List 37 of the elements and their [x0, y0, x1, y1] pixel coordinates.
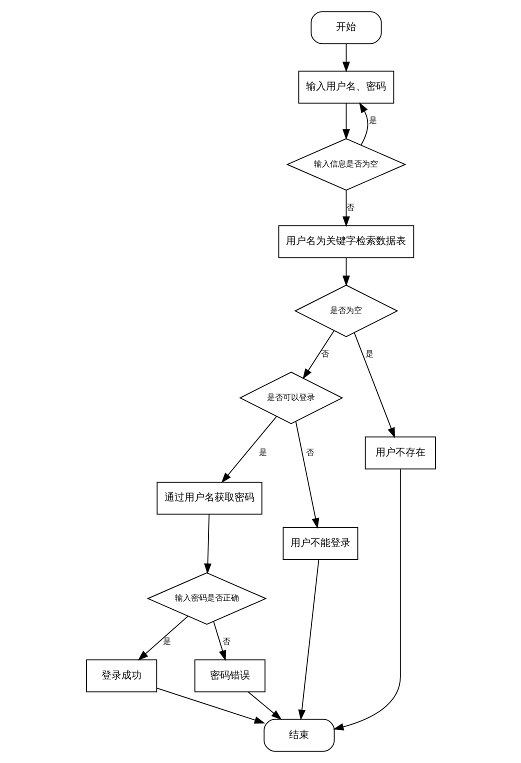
edge-label: 是	[162, 637, 170, 646]
arrow	[342, 190, 350, 228]
edge-label: 是	[368, 116, 376, 125]
arrow	[294, 421, 319, 529]
edge-label: 否	[320, 349, 328, 358]
arrow	[137, 616, 188, 661]
node-box: 用户不存在	[364, 436, 436, 470]
node-box: 密码错误	[194, 659, 265, 692]
arrow	[342, 257, 350, 286]
arrow	[298, 559, 319, 720]
node-box: 用户不能登录	[282, 527, 358, 560]
edge-label: 是	[258, 448, 266, 457]
arrow	[353, 332, 395, 438]
node-box: 登录成功	[86, 659, 157, 692]
arrow	[342, 43, 350, 72]
arrow	[220, 416, 277, 484]
node-box: 输入用户名、密码	[298, 70, 394, 104]
node-box: 通过用户名获取密码	[156, 482, 262, 515]
arrow	[332, 468, 400, 730]
node-diamond: 输入密码是否正确	[146, 572, 266, 625]
arrow	[156, 688, 265, 724]
edge-label: 否	[222, 637, 230, 646]
edge-label: 否	[305, 448, 314, 457]
arrow	[358, 102, 368, 146]
arrow	[247, 691, 282, 720]
edge-label: 是	[364, 349, 373, 358]
node-box: 结束	[263, 718, 334, 752]
node-diamond: 输入信息是否为空	[286, 138, 406, 191]
edge-label: 否	[346, 202, 354, 212]
arrow	[302, 330, 334, 380]
node-box: 用户名为关键字检索数据表	[278, 225, 414, 258]
node-box: 开始	[310, 11, 382, 44]
arrow	[212, 621, 226, 662]
node-diamond: 是否为空	[294, 284, 398, 338]
arrow	[342, 102, 350, 140]
node-diamond: 是否可以登录	[238, 372, 343, 424]
arrow	[204, 514, 211, 574]
